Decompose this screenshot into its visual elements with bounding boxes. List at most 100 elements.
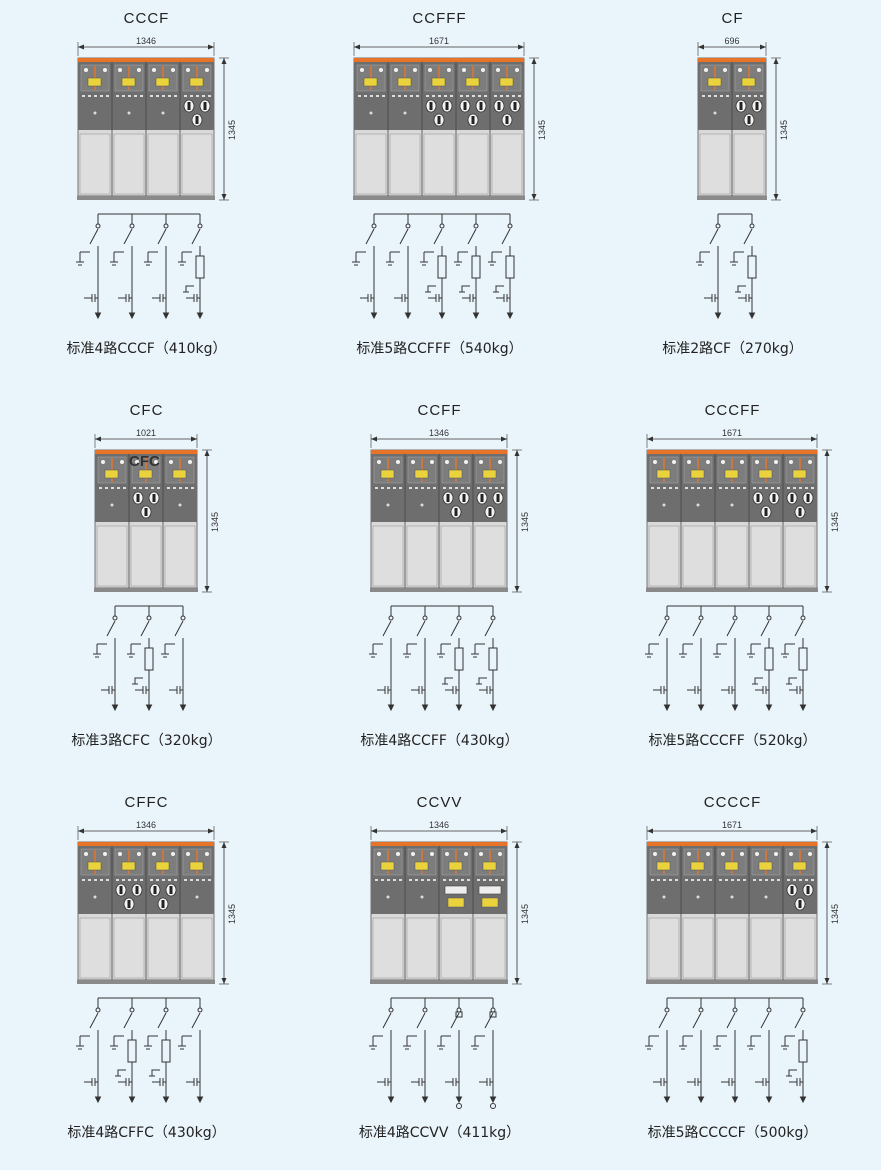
lower-door [113,917,145,979]
width-label: 1346 [429,428,449,438]
operating-mechanism [741,77,756,87]
lower-door [784,917,816,979]
lower-door [372,525,404,587]
cabinet-unit-c [79,64,111,195]
vcb-label-plate [444,885,468,895]
voltage-indicator [84,1078,98,1086]
cabinet-unit-c [404,846,438,980]
indicator-lamp [774,460,778,464]
cabinet-unit-c [96,456,128,587]
indicator-lamp [740,460,744,464]
indicator-lamp [738,68,742,72]
indicator-lamp [135,460,139,464]
voltage-indicator [687,686,701,694]
indicator-lamp [706,852,710,856]
operating-mechanism [758,861,773,871]
voltage-indicator [428,294,442,302]
cabinet-unit-f [179,62,213,196]
voltage-indicator [186,294,200,302]
voltage-indicator [411,686,425,694]
indicator-lamp [118,68,122,72]
indicator-lamp [430,460,434,464]
indicator-lamp [672,460,676,464]
feeder-cable-circuit [645,998,671,1104]
voltage-indicator [445,1078,459,1086]
voltage-indicator [377,686,391,694]
indicator-lamp [704,68,708,72]
width-label: 1671 [722,820,742,830]
indicator-lamp [462,68,466,72]
feeder-fuse-circuit [730,214,757,320]
cabinet-unit-c [714,454,748,588]
indicator-lamp [808,460,812,464]
cabinet-unit-c [387,62,421,196]
operating-mechanism [656,469,671,479]
lower-door [716,525,748,587]
cabinet-unit-f [731,62,765,196]
lower-door [147,133,179,195]
operating-mechanism [792,469,807,479]
height-label: 1345 [227,120,237,140]
busbar-strip [647,842,817,846]
base-rail [77,980,215,984]
indicator-lamp [721,460,725,464]
panel-caption: 标准5路CCFFF（540kg） [356,341,523,357]
height-label: 1345 [537,120,547,140]
lower-door [474,525,506,587]
feeder-cable-circuit [747,998,773,1104]
cabinet-unit-c [79,848,111,979]
indicator-lamp [757,68,761,72]
lower-door [181,917,213,979]
operating-mechanism [499,77,514,87]
lower-door [406,917,438,979]
operating-mechanism [121,77,136,87]
indicator-lamp [101,460,105,464]
feeder-cable-circuit [386,214,412,320]
feeder-cable-circuit [713,606,739,712]
indicator-lamp [396,852,400,856]
base-rail [697,196,767,200]
fuse-symbol [764,647,774,671]
vcb-mechanism [447,897,465,908]
feeder-cable-circuit [161,606,187,712]
feeder-cable-circuit [93,606,119,712]
cabinet-unit-f [421,62,455,196]
lower-door [474,917,506,979]
panel-title: CCCCF [703,794,762,811]
indicator-lamp [498,460,502,464]
indicator-lamp [464,460,468,464]
voltage-indicator [755,686,769,694]
indicator-lamp [186,852,190,856]
feeder-cable-circuit [110,214,136,320]
panel-caption: 标准4路CFFC（430kg） [67,1125,226,1141]
base-rail [370,980,508,984]
cabinet-unit-v [472,846,506,980]
busbar-strip [698,58,766,62]
fuse-symbol [747,255,757,279]
indicator-lamp [774,852,778,856]
panel-title: CFFC [124,794,169,811]
panel-caption: 标准5路CCCFF（520kg） [648,733,817,749]
indicator-lamp [137,852,141,856]
indicator-lamp [411,852,415,856]
operating-mechanism [758,469,773,479]
height-label: 1345 [520,904,530,924]
voltage-indicator [394,294,408,302]
voltage-indicator [118,1078,132,1086]
cabinet-unit-c [714,846,748,980]
feeder-cable-circuit [403,606,429,712]
height-label: 1345 [520,512,530,532]
operating-mechanism [104,469,119,479]
feeder-cable-circuit [679,606,705,712]
indicator-lamp [498,852,502,856]
voltage-indicator [653,1078,667,1086]
